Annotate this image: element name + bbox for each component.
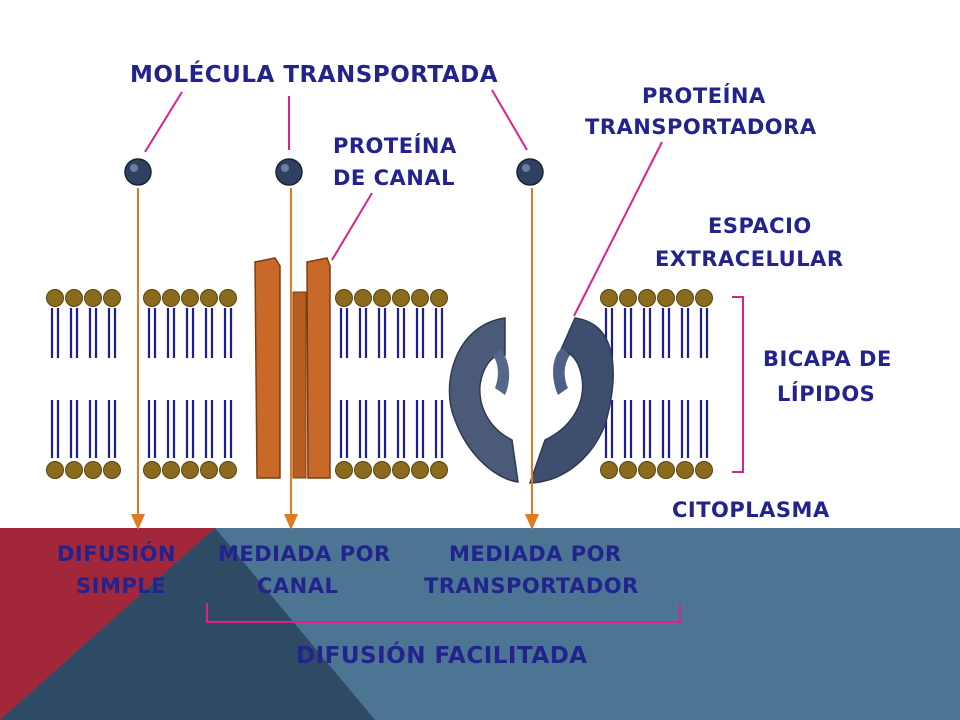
lipid-head [638, 289, 656, 307]
arrow-channel-head [284, 514, 298, 530]
label-mediada-transportador-2: TRANSPORTADOR [424, 574, 639, 598]
label-bicapa-2: LÍPIDOS [777, 381, 875, 406]
lipid-segment [143, 289, 237, 479]
label-mediada-canal-2: CANAL [257, 574, 338, 598]
label-mediada-canal-1: MEDIADA POR [218, 542, 391, 566]
lipid-head [200, 461, 218, 479]
lipid-head [619, 461, 637, 479]
label-citoplasma: CITOPLASMA [672, 498, 830, 522]
lipid-head [143, 289, 161, 307]
molecule-simple-highlight [130, 164, 138, 172]
lipid-head [162, 289, 180, 307]
bottom-background [0, 528, 960, 720]
lipid-head [143, 461, 161, 479]
lipid-segment [600, 289, 713, 479]
molecule-simple [124, 158, 152, 186]
label-bicapa-1: BICAPA DE [763, 347, 892, 371]
label-difusion-simple-1: DIFUSIÓN [57, 541, 176, 566]
lipid-head [657, 289, 675, 307]
pointer-channel-protein [331, 192, 373, 261]
channel-protein-notch [292, 291, 307, 479]
molecule-carrier-highlight [522, 164, 530, 172]
lipid-head [392, 289, 410, 307]
lipid-head [335, 461, 353, 479]
carrier-protein [448, 317, 614, 484]
transported-molecules [124, 158, 544, 186]
lipid-head [373, 289, 391, 307]
lipid-head [373, 461, 391, 479]
lipid-head [84, 289, 102, 307]
lipid-head [411, 461, 429, 479]
lipid-segment [46, 289, 121, 479]
label-proteina-canal-2: DE CANAL [333, 166, 455, 190]
lipid-head [676, 461, 694, 479]
carrier-protein-right-half [528, 317, 614, 484]
lipid-head [638, 461, 656, 479]
bottom-dark-triangle [0, 528, 375, 720]
label-mediada-transportador-1: MEDIADA POR [449, 542, 622, 566]
lipid-head [695, 289, 713, 307]
lipid-head [619, 289, 637, 307]
lipid-head [103, 289, 121, 307]
labels: MOLÉCULA TRANSPORTADA PROTEÍNA TRANSPORT… [57, 60, 892, 669]
pointer-molecule-3 [491, 89, 528, 151]
lipid-head [46, 461, 64, 479]
lipid-head [335, 289, 353, 307]
channel-protein-right-half [306, 257, 331, 479]
lipid-head [219, 289, 237, 307]
molecule-channel-highlight [281, 164, 289, 172]
lipid-head [657, 461, 675, 479]
label-molecula-transportada: MOLÉCULA TRANSPORTADA [130, 60, 498, 88]
lipid-head [354, 461, 372, 479]
lipid-bilayer [46, 289, 713, 479]
lipid-head [65, 289, 83, 307]
arrow-carrier-head [525, 514, 539, 530]
lipid-head [219, 461, 237, 479]
lipid-head [181, 461, 199, 479]
lipid-segment [335, 289, 448, 479]
lipid-head [181, 289, 199, 307]
molecule-channel [275, 158, 303, 186]
lipid-head [200, 289, 218, 307]
channel-protein [254, 257, 331, 479]
carrier-protein-left-half [448, 317, 519, 483]
channel-protein-left-half [254, 257, 281, 479]
lipid-head [411, 289, 429, 307]
lipid-head [695, 461, 713, 479]
lipid-head [600, 461, 618, 479]
arrow-simple-head [131, 514, 145, 530]
bilayer-bracket [732, 296, 744, 473]
lipid-head [354, 289, 372, 307]
label-proteina-transportadora-1: PROTEÍNA [642, 83, 766, 108]
lipid-head [103, 461, 121, 479]
label-difusion-facilitada: DIFUSIÓN FACILITADA [296, 641, 588, 669]
lipid-head [392, 461, 410, 479]
lipid-head [84, 461, 102, 479]
lipid-head [65, 461, 83, 479]
label-espacio-1: ESPACIO [708, 214, 812, 238]
transport-arrows [131, 188, 539, 530]
lipid-head [676, 289, 694, 307]
lipid-head [162, 461, 180, 479]
label-proteina-transportadora-2: TRANSPORTADORA [585, 115, 817, 139]
facilitated-bracket [206, 603, 681, 623]
molecule-carrier [516, 158, 544, 186]
carrier-protein-right-knob [553, 348, 570, 395]
lipid-head [46, 289, 64, 307]
lipid-head [430, 289, 448, 307]
pointer-molecule-1 [144, 91, 183, 153]
carrier-protein-left-knob [493, 350, 510, 395]
label-proteina-canal-1: PROTEÍNA [333, 133, 457, 158]
label-difusion-simple-2: SIMPLE [76, 574, 166, 598]
lipid-head [600, 289, 618, 307]
lipid-head [430, 461, 448, 479]
pointer-carrier-protein [573, 141, 663, 317]
pointer-lines [144, 89, 744, 623]
label-espacio-2: EXTRACELULAR [655, 247, 844, 271]
